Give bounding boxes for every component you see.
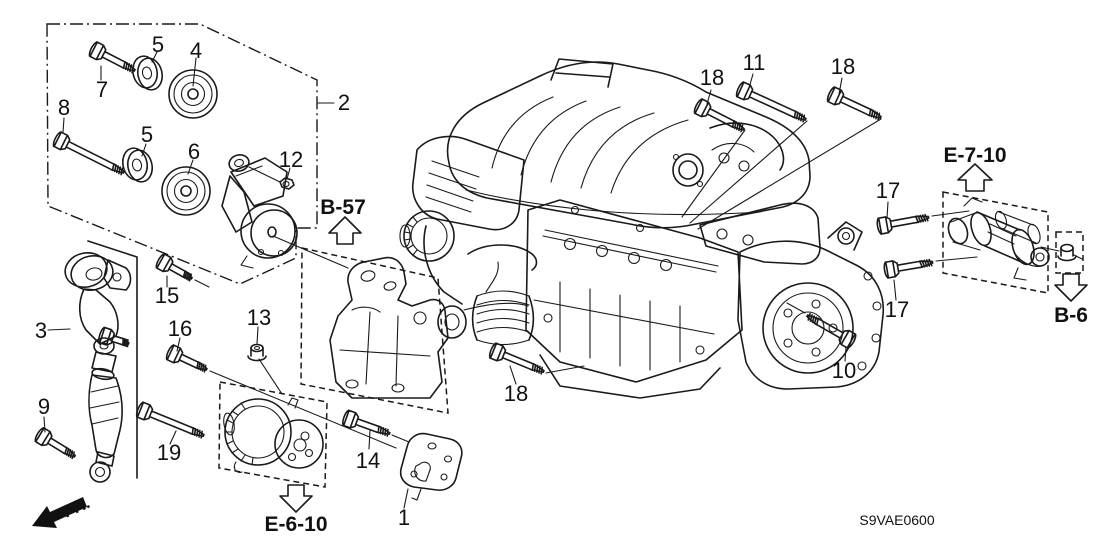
part-bolt-15 bbox=[155, 253, 193, 282]
callout-2[interactable]: 2 bbox=[338, 90, 350, 115]
callout-19[interactable]: 19 bbox=[157, 440, 181, 465]
part-bolt-11 bbox=[735, 81, 807, 123]
part-bolt-10 bbox=[806, 312, 857, 349]
part-washer-5-lower bbox=[121, 147, 154, 183]
ref-e7-10-label[interactable]: E-7-10 bbox=[943, 144, 1006, 167]
part-bolt-14 bbox=[342, 409, 391, 437]
part-bolt-16 bbox=[165, 344, 208, 373]
ref-b57-label[interactable]: B-57 bbox=[320, 196, 366, 219]
part-nut-13 bbox=[247, 343, 267, 362]
part-bolt-18-top-right bbox=[826, 86, 882, 121]
tensioner-kit-boundary bbox=[46, 23, 318, 285]
part-idler-pulley-4 bbox=[168, 69, 218, 119]
part-tensioner-assembly-2 bbox=[221, 154, 298, 269]
ref-e6-10-label[interactable]: E-6-10 bbox=[264, 513, 327, 536]
callout-11[interactable]: 11 bbox=[743, 50, 766, 75]
callout-18-top-right[interactable]: 18 bbox=[831, 54, 855, 79]
callout-12[interactable]: 12 bbox=[279, 147, 303, 172]
part-washer-5-upper bbox=[131, 55, 164, 91]
part-bolt-18-bottom bbox=[488, 342, 545, 375]
callout-17-upper[interactable]: 17 bbox=[876, 178, 900, 203]
part-nut-b6 bbox=[1057, 243, 1083, 262]
callout-18-top-left[interactable]: 18 bbox=[700, 65, 724, 90]
part-mount-bracket bbox=[329, 256, 449, 399]
fr-direction-arrow-icon bbox=[32, 497, 87, 528]
callout-5-lower[interactable]: 5 bbox=[141, 122, 153, 147]
e6-10-arrow-down-icon bbox=[279, 484, 313, 513]
callout-8[interactable]: 8 bbox=[58, 95, 70, 120]
callout-9[interactable]: 9 bbox=[38, 394, 50, 419]
part-bolt-18-top-left bbox=[693, 98, 745, 133]
leader-lines bbox=[43, 51, 1060, 509]
b6-nut-boundary bbox=[1055, 231, 1084, 274]
callout-6[interactable]: 6 bbox=[188, 139, 200, 164]
part-stud-tensioner-arm bbox=[98, 326, 130, 348]
e7-10-arrow-up-icon bbox=[957, 163, 993, 192]
part-bolt-19 bbox=[135, 401, 205, 439]
part-bracket-1 bbox=[399, 432, 463, 501]
callout-5-upper[interactable]: 5 bbox=[152, 32, 164, 57]
callout-3[interactable]: 3 bbox=[35, 318, 47, 343]
callout-1[interactable]: 1 bbox=[398, 505, 410, 530]
part-bolt-17-lower bbox=[883, 258, 934, 279]
part-bolt-9 bbox=[34, 426, 76, 460]
part-starter-motor bbox=[947, 197, 1050, 281]
callout-4[interactable]: 4 bbox=[190, 38, 202, 63]
mount-bracket-boundary bbox=[300, 247, 449, 414]
callout-17-lower[interactable]: 17 bbox=[885, 297, 909, 322]
part-bolt-7 bbox=[88, 41, 136, 74]
part-nut-12 bbox=[279, 177, 295, 190]
part-alternator bbox=[223, 397, 324, 473]
callout-14[interactable]: 14 bbox=[356, 448, 380, 473]
part-bolt-8 bbox=[52, 131, 125, 176]
left-group-corner-line bbox=[87, 240, 138, 479]
part-bolt-17-upper bbox=[876, 213, 930, 235]
part-tensioner-arm-3 bbox=[64, 252, 132, 483]
engine-assembly bbox=[399, 58, 885, 399]
callout-16[interactable]: 16 bbox=[168, 316, 192, 341]
alternator-boundary bbox=[218, 381, 328, 488]
callout-10[interactable]: 10 bbox=[832, 358, 856, 383]
b57-arrow-up-icon bbox=[328, 216, 362, 245]
starter-boundary bbox=[942, 191, 1049, 294]
callout-18-bottom[interactable]: 18 bbox=[504, 381, 528, 406]
ref-b6-label[interactable]: B-6 bbox=[1054, 304, 1088, 327]
diagram-code: S9VAE0600 bbox=[859, 512, 934, 528]
callout-15[interactable]: 15 bbox=[155, 283, 179, 308]
part-idler-pulley-6 bbox=[161, 166, 211, 216]
fr-direction-label: FR. bbox=[60, 493, 93, 521]
b6-arrow-down-icon bbox=[1054, 273, 1088, 302]
callout-7[interactable]: 7 bbox=[96, 77, 108, 102]
callout-13[interactable]: 13 bbox=[247, 305, 271, 330]
